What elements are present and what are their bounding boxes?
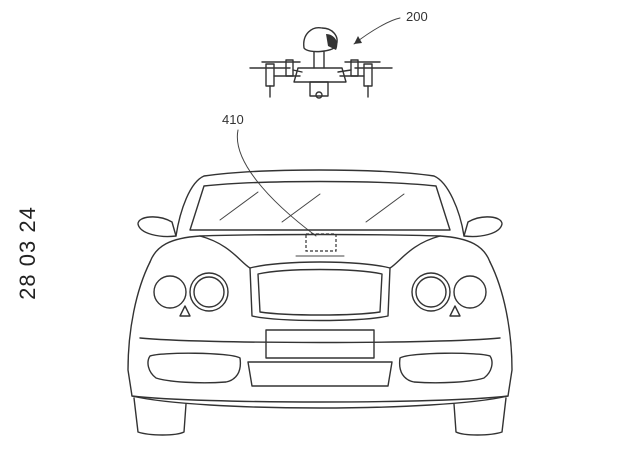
headlight-left-inner-ring <box>193 276 225 308</box>
bumper-lower-line <box>131 395 509 409</box>
car-windshield <box>189 180 451 231</box>
car-drawing <box>127 169 513 436</box>
reflection-1 <box>219 191 259 221</box>
intake-right <box>398 352 493 384</box>
drone-sensor-visor <box>326 34 338 50</box>
mirror-right <box>463 216 503 238</box>
headlight-left-outer <box>153 275 187 309</box>
intake-left <box>147 352 242 384</box>
tire-right <box>453 397 507 436</box>
drone-sensor-head <box>303 27 338 53</box>
drone-leader-arrow <box>354 36 362 44</box>
headlight-left-inner <box>189 272 229 312</box>
car-hood-line <box>149 233 491 263</box>
car-roof-outline <box>175 169 465 237</box>
drone-ref-label: 200 <box>406 9 428 24</box>
indicator-right <box>449 305 461 317</box>
mirror-left <box>137 216 177 238</box>
drone-body <box>293 67 347 83</box>
hood-creases <box>199 235 441 269</box>
indicator-left <box>179 305 191 317</box>
intake-center <box>247 361 393 387</box>
sensor-ref-label: 410 <box>222 112 244 127</box>
car-grille-outer <box>249 261 391 322</box>
reflection-3 <box>365 193 405 223</box>
tire-left <box>133 397 187 436</box>
drone-drawing <box>249 27 393 99</box>
drone-gimbal <box>309 81 329 97</box>
license-plate <box>265 329 375 359</box>
bumper-upper-line <box>139 337 501 344</box>
headlight-right-inner <box>411 272 451 312</box>
sensor-leader-line <box>236 129 317 237</box>
headlight-right-outer <box>453 275 487 309</box>
drone-camera-lens <box>315 91 323 99</box>
reflection-2 <box>281 193 321 223</box>
car-grille-inner <box>257 268 383 316</box>
headlight-right-inner-ring <box>415 276 447 308</box>
drone-leader-line <box>353 17 401 45</box>
car-body-outline <box>127 261 513 403</box>
sensor-dashed-box <box>305 233 337 252</box>
